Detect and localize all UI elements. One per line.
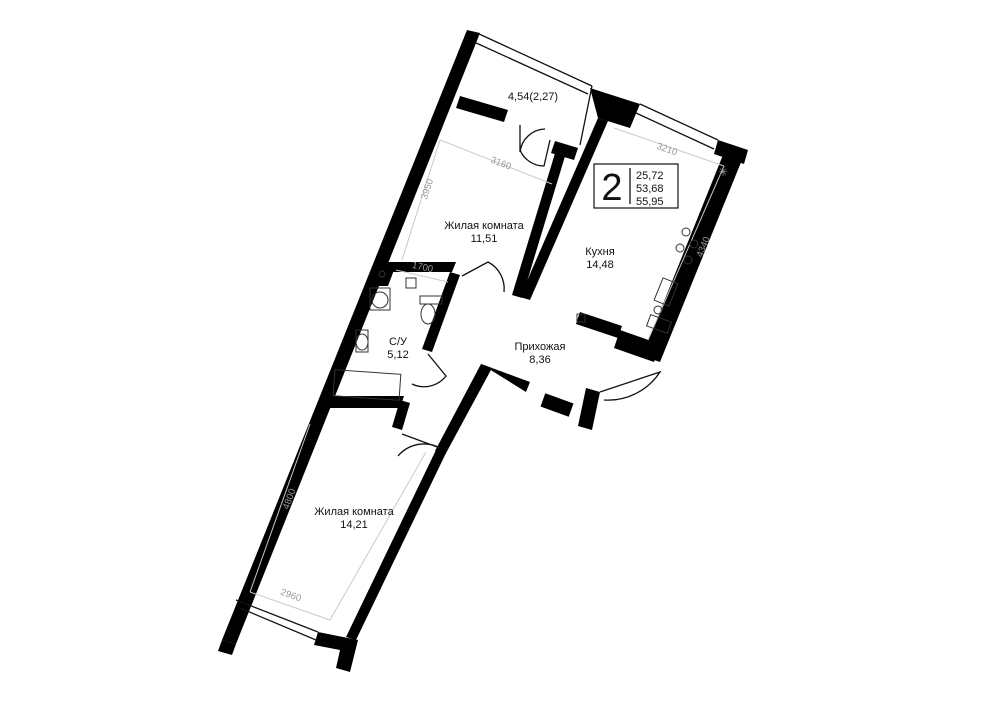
- balcony-area: 4,54(2,27): [508, 91, 558, 103]
- stove-burner-icon: [689, 239, 699, 249]
- kitchen-name: Кухня: [585, 246, 614, 258]
- bathroom-right-wall: [422, 272, 460, 352]
- dishwasher-icon: [653, 305, 663, 315]
- bathroom-area: 5,12: [387, 349, 408, 361]
- kitchen-width-line: [613, 127, 725, 167]
- kitchen-width-label: 3210: [655, 141, 679, 159]
- ventilation-icon: ✳: [718, 165, 728, 179]
- drain-icon: [405, 277, 417, 289]
- kitchen-window-inner: [635, 112, 715, 150]
- washing-machine-icon: [371, 291, 389, 309]
- total-area: 53,68: [636, 183, 664, 195]
- hallway-area: 8,36: [529, 354, 550, 366]
- doors: [397, 125, 662, 457]
- rooms-count: 2: [601, 167, 622, 209]
- stove-burner-icon: [675, 243, 685, 253]
- kitchen-window: [639, 103, 719, 141]
- living-2-door: [397, 433, 441, 457]
- living-2-window-inner: [239, 607, 317, 641]
- hallway-right-wall: [435, 364, 492, 455]
- bottom-exterior-wall: [314, 632, 358, 672]
- living-1-depth-label: 3950: [419, 177, 436, 201]
- stove-burner-icon: [681, 227, 691, 237]
- living-room-1-name: Жилая комната: [444, 220, 524, 232]
- left-exterior-wall: [222, 30, 480, 644]
- total-area-with-balcony: 55,95: [636, 196, 664, 208]
- entry-column: [540, 393, 574, 417]
- washing-machine-body-icon: [369, 287, 391, 311]
- walls: [218, 30, 748, 672]
- toilet-tank-icon: [419, 295, 443, 305]
- living-1-depth-line: [401, 139, 441, 261]
- bathtub-icon: [332, 369, 402, 401]
- hallway-lower-wall: [481, 364, 530, 392]
- bathroom-name: С/У: [389, 336, 408, 348]
- living-2-width-label: 2960: [279, 587, 303, 605]
- bath-partition: [378, 270, 394, 286]
- living-kitchen-wall: [512, 150, 566, 298]
- stove-burner-icon: [683, 255, 693, 265]
- living-room-1-area: 11,51: [471, 233, 498, 245]
- entry-wall-stub: [578, 388, 600, 430]
- small-fixture-icon: [378, 270, 386, 278]
- right-wall-living-2: [346, 450, 446, 640]
- sink-icon: [355, 329, 369, 353]
- kitchen-sink-icon: [653, 277, 679, 307]
- kitchen-left-wall: [520, 118, 608, 300]
- balcony-inner-wall: [456, 96, 508, 122]
- living-2-window: [235, 599, 319, 633]
- living-1-bottom-wall: [378, 262, 456, 272]
- bathroom-door: [411, 353, 447, 388]
- fixtures: ✳: [332, 165, 728, 401]
- kitchen-top-left-wall: [590, 88, 640, 128]
- balcony-glazing: [476, 32, 593, 87]
- living-2-right-line: [329, 451, 427, 621]
- living-room-2-area: 14,21: [340, 519, 368, 531]
- room-labels: 4,54(2,27) Жилая комната 11,51 Кухня 14,…: [314, 91, 614, 531]
- balcony-door-right: [519, 139, 551, 167]
- living-2-depth-line: [249, 423, 311, 593]
- windows: [235, 32, 719, 641]
- kitchen-bottom-wall-2: [614, 330, 660, 362]
- bathroom-width-label: 1700: [411, 260, 434, 275]
- bathroom-door-stub: [392, 400, 410, 430]
- kitchen-top-right-corner: [714, 140, 748, 164]
- balcony-door: [519, 125, 546, 153]
- kitchen-area: 14,48: [586, 259, 614, 271]
- badge-box: [593, 163, 679, 209]
- living-2-width-line: [249, 591, 331, 621]
- apartment-badge: 2 25,72 53,68 55,95: [593, 163, 679, 209]
- bathroom-width-line: [395, 269, 449, 283]
- living-1-width-label: 3160: [489, 155, 513, 173]
- living-1-width-line: [439, 139, 553, 185]
- kitchen-depth-line: [647, 165, 725, 341]
- living-area: 25,72: [636, 170, 664, 182]
- balcony-right-edge: [579, 85, 593, 146]
- entrance-door: [599, 370, 662, 401]
- dimension-lines: [249, 127, 725, 621]
- hallway-name: Прихожая: [515, 341, 566, 353]
- riser-icon: [576, 313, 586, 323]
- kitchen-counter-icon: [645, 313, 673, 335]
- toilet-icon: [420, 303, 436, 325]
- kitchen-bottom-wall: [576, 312, 622, 338]
- living-room-2-name: Жилая комната: [314, 506, 394, 518]
- living-1-door: [461, 261, 505, 293]
- kitchen-right-wall: [642, 145, 746, 362]
- balcony-inner-wall-right: [551, 141, 578, 160]
- balcony-glazing-inner: [473, 41, 589, 95]
- bottom-left-wall-stub: [218, 640, 236, 655]
